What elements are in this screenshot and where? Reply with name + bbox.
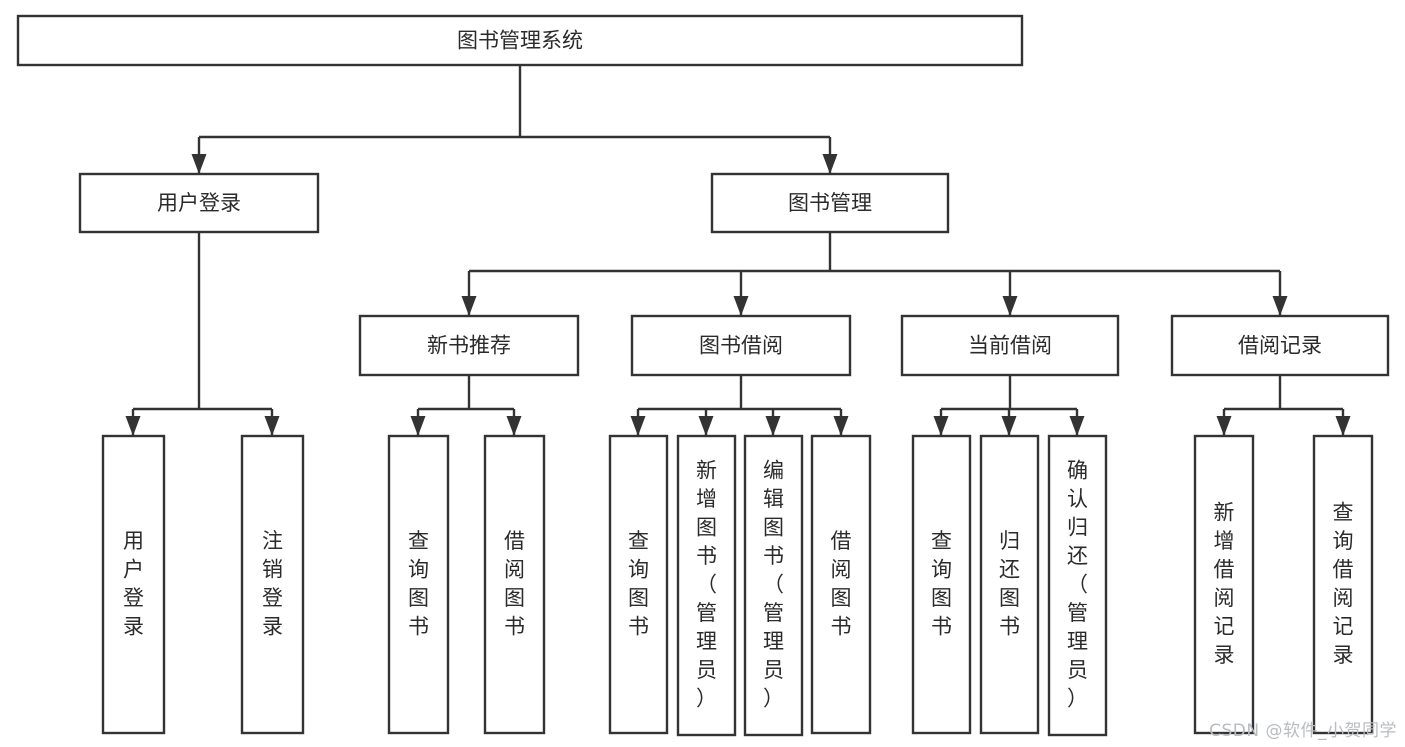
node-leaf-borrow-book[interactable]: 借阅图书 bbox=[810, 434, 872, 735]
node-box-current-borrow bbox=[900, 314, 1120, 377]
book-manage-arrow-icon-0 bbox=[461, 296, 477, 316]
book-borrow-arrow-icon-2 bbox=[765, 416, 781, 436]
new-book-arrow-icon-1 bbox=[506, 416, 522, 436]
node-box-root bbox=[16, 14, 1024, 67]
node-label-book-manage: 图书管理 bbox=[788, 191, 872, 215]
node-box-leaf-user-login bbox=[101, 434, 166, 735]
connector-layer bbox=[125, 65, 1351, 436]
node-label-leaf-query-book-cur: 查询图书 bbox=[931, 529, 952, 639]
node-label-leaf-user-logout: 注销登录 bbox=[262, 529, 283, 639]
node-label-leaf-edit-book: 编辑图书（管理员） bbox=[763, 459, 784, 711]
node-box-leaf-query-book-cur bbox=[911, 434, 972, 735]
node-label-user-login: 用户登录 bbox=[157, 191, 241, 215]
node-leaf-edit-book[interactable]: 编辑图书（管理员） bbox=[743, 434, 804, 737]
node-box-leaf-confirm-return bbox=[1047, 434, 1108, 737]
node-root[interactable]: 图书管理系统 bbox=[16, 14, 1024, 67]
node-label-leaf-confirm-return: 确认归还（管理员） bbox=[1067, 459, 1088, 711]
node-box-leaf-edit-book bbox=[743, 434, 804, 737]
node-leaf-query-record[interactable]: 查询借阅记录 bbox=[1312, 434, 1374, 735]
node-label-borrow-record: 借阅记录 bbox=[1238, 334, 1322, 358]
node-box-leaf-add-record bbox=[1193, 434, 1255, 735]
node-label-leaf-query-record: 查询借阅记录 bbox=[1333, 500, 1354, 667]
node-book-borrow[interactable]: 图书借阅 bbox=[630, 314, 852, 377]
node-leaf-return-book[interactable]: 归还图书 bbox=[979, 434, 1040, 735]
node-user-login[interactable]: 用户登录 bbox=[78, 172, 320, 234]
node-label-leaf-query-book-rec: 查询图书 bbox=[408, 529, 429, 639]
node-label-new-book-recommend: 新书推荐 bbox=[427, 334, 511, 358]
node-box-leaf-add-book bbox=[676, 434, 737, 737]
root-arrow-icon-1 bbox=[822, 154, 838, 174]
book-manage-arrow-icon-1 bbox=[733, 296, 749, 316]
node-box-leaf-borrow-book bbox=[810, 434, 872, 735]
book-borrow-arrow-icon-3 bbox=[833, 416, 849, 436]
book-manage-arrow-icon-2 bbox=[1002, 296, 1018, 316]
node-label-book-borrow: 图书借阅 bbox=[699, 334, 783, 358]
node-borrow-record[interactable]: 借阅记录 bbox=[1170, 314, 1390, 377]
node-box-leaf-borrow-book-rec bbox=[483, 434, 546, 735]
node-leaf-query-book-cur[interactable]: 查询图书 bbox=[911, 434, 972, 735]
node-label-leaf-add-book: 新增图书（管理员） bbox=[696, 459, 717, 711]
node-new-book-recommend[interactable]: 新书推荐 bbox=[358, 314, 580, 377]
current-borrow-arrow-icon-2 bbox=[1069, 416, 1085, 436]
node-box-borrow-record bbox=[1170, 314, 1390, 377]
node-layer: 图书管理系统用户登录图书管理新书推荐图书借阅当前借阅借阅记录用户登录注销登录查询… bbox=[16, 14, 1390, 737]
node-label-leaf-return-book: 归还图书 bbox=[999, 529, 1020, 639]
node-book-manage[interactable]: 图书管理 bbox=[710, 172, 950, 234]
borrow-record-arrow-icon-0 bbox=[1216, 416, 1232, 436]
user-login-arrow-icon-1 bbox=[264, 416, 280, 436]
node-label-leaf-borrow-book-rec: 借阅图书 bbox=[504, 529, 525, 639]
node-box-leaf-return-book bbox=[979, 434, 1040, 735]
root-arrow-icon-0 bbox=[191, 154, 207, 174]
node-leaf-borrow-book-rec[interactable]: 借阅图书 bbox=[483, 434, 546, 735]
node-box-leaf-query-record bbox=[1312, 434, 1374, 735]
node-leaf-confirm-return[interactable]: 确认归还（管理员） bbox=[1047, 434, 1108, 737]
node-label-root: 图书管理系统 bbox=[457, 29, 583, 53]
node-leaf-add-record[interactable]: 新增借阅记录 bbox=[1193, 434, 1255, 735]
node-label-leaf-user-login: 用户登录 bbox=[123, 529, 144, 639]
book-borrow-arrow-icon-1 bbox=[698, 416, 714, 436]
node-current-borrow[interactable]: 当前借阅 bbox=[900, 314, 1120, 377]
node-leaf-user-logout[interactable]: 注销登录 bbox=[240, 434, 305, 735]
node-leaf-add-book[interactable]: 新增图书（管理员） bbox=[676, 434, 737, 737]
node-label-leaf-borrow-book: 借阅图书 bbox=[831, 529, 852, 639]
node-leaf-user-login[interactable]: 用户登录 bbox=[101, 434, 166, 735]
node-leaf-query-book-borrow[interactable]: 查询图书 bbox=[608, 434, 669, 735]
node-box-leaf-query-book-rec bbox=[387, 434, 450, 735]
node-leaf-query-book-rec[interactable]: 查询图书 bbox=[387, 434, 450, 735]
current-borrow-arrow-icon-0 bbox=[933, 416, 949, 436]
borrow-record-arrow-icon-1 bbox=[1335, 416, 1351, 436]
node-box-leaf-user-logout bbox=[240, 434, 305, 735]
user-login-arrow-icon-0 bbox=[125, 416, 141, 436]
node-label-current-borrow: 当前借阅 bbox=[968, 334, 1052, 358]
node-label-leaf-add-record: 新增借阅记录 bbox=[1214, 500, 1235, 667]
book-manage-arrow-icon-3 bbox=[1272, 296, 1288, 316]
node-box-leaf-query-book-borrow bbox=[608, 434, 669, 735]
book-borrow-arrow-icon-0 bbox=[630, 416, 646, 436]
node-box-user-login bbox=[78, 172, 320, 234]
node-box-book-borrow bbox=[630, 314, 852, 377]
new-book-arrow-icon-0 bbox=[410, 416, 426, 436]
current-borrow-arrow-icon-1 bbox=[1001, 416, 1017, 436]
node-box-book-manage bbox=[710, 172, 950, 234]
node-label-leaf-query-book-borrow: 查询图书 bbox=[628, 529, 649, 639]
node-box-new-book-recommend bbox=[358, 314, 580, 377]
